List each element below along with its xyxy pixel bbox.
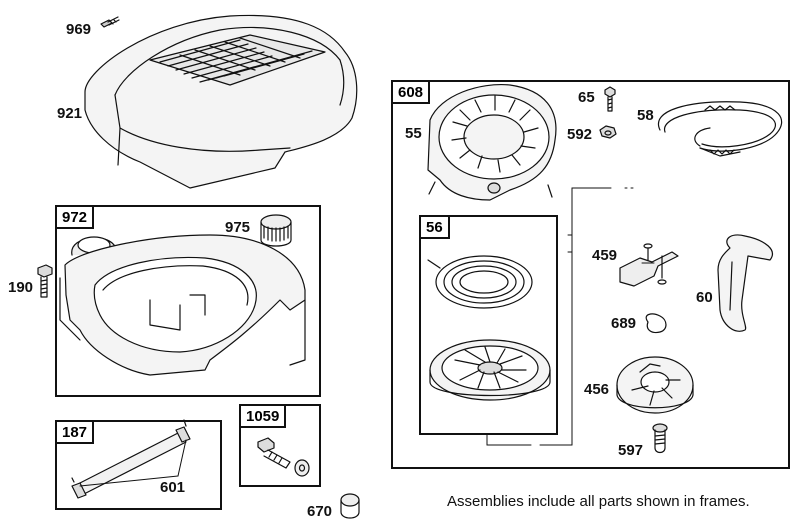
starter-cup-icon	[616, 356, 694, 414]
screw-1059-icon	[257, 437, 310, 477]
part-label-592: 592	[567, 126, 593, 143]
screw-190-icon	[37, 264, 53, 298]
part-label-601: 601	[160, 479, 186, 496]
frame-608-tag: 608	[391, 80, 431, 104]
part-label-689: 689	[611, 315, 637, 332]
part-label-670: 670	[307, 503, 333, 520]
assemblies-note: Assemblies include all parts shown in fr…	[447, 493, 750, 510]
starter-housing-icon	[427, 83, 557, 201]
starter-rope-icon	[657, 101, 783, 157]
fuel-tank-icon	[59, 234, 306, 376]
frame-1059-tag: 1059	[239, 404, 287, 428]
screw-65-icon	[604, 86, 616, 112]
part-label-921: 921	[57, 105, 83, 122]
part-label-459: 459	[592, 247, 618, 264]
part-label-65: 65	[578, 89, 595, 106]
blower-housing-icon	[84, 14, 358, 189]
part-label-55: 55	[405, 125, 422, 142]
part-label-975: 975	[225, 219, 251, 236]
fuel-cap-975-icon	[260, 214, 292, 247]
part-label-58: 58	[637, 107, 654, 124]
pulley-icon	[429, 339, 551, 401]
starter-handle-icon	[717, 234, 773, 332]
frame-972: 972	[55, 205, 321, 397]
frame-972-tag: 972	[55, 205, 95, 229]
stud-597-icon	[652, 423, 668, 454]
part-label-597: 597	[618, 442, 644, 459]
nut-592-icon	[599, 125, 617, 139]
frame-608: 608	[391, 80, 790, 469]
part-label-190: 190	[8, 279, 34, 296]
frame-187: 187	[55, 420, 222, 510]
frame-56-tag: 56	[419, 215, 450, 239]
part-label-456: 456	[584, 381, 610, 398]
pawl-459-icon	[619, 243, 679, 287]
retainer-clip-icon	[645, 313, 667, 334]
screw-969-icon	[100, 16, 120, 28]
assembly-lines	[486, 187, 635, 446]
frame-56: 56	[419, 215, 558, 435]
leader-lines	[79, 262, 655, 487]
part-label-60: 60	[696, 289, 713, 306]
part-label-969: 969	[66, 21, 92, 38]
frame-187-tag: 187	[55, 420, 95, 444]
recoil-spring-icon	[427, 255, 533, 309]
frame-1059: 1059	[239, 404, 321, 487]
sleeve-670-icon	[340, 493, 360, 519]
